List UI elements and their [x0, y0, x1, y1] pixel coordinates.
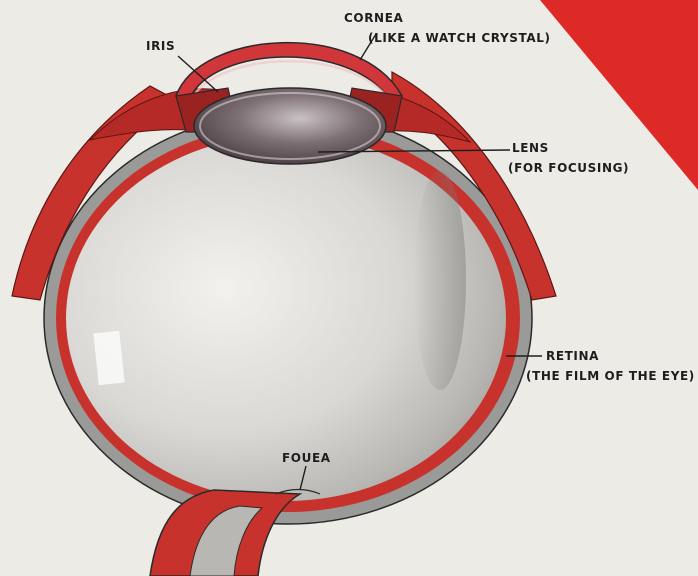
- eyeball-shadow: [414, 170, 466, 390]
- iris-label: IRIS: [146, 39, 175, 53]
- lens-note: (FOR FOCUSING): [508, 161, 629, 175]
- lens: [194, 88, 386, 164]
- lens-label: LENS: [512, 141, 549, 155]
- retina-note: (THE FILM OF THE EYE): [526, 369, 695, 383]
- fovea-label: FOUEA: [282, 451, 331, 465]
- cornea-label: CORNEA: [344, 11, 403, 25]
- eyeball-highlight: [93, 331, 124, 385]
- retina-label: RETINA: [546, 349, 599, 363]
- cornea-note: (LIKE A WATCH CRYSTAL): [368, 31, 551, 45]
